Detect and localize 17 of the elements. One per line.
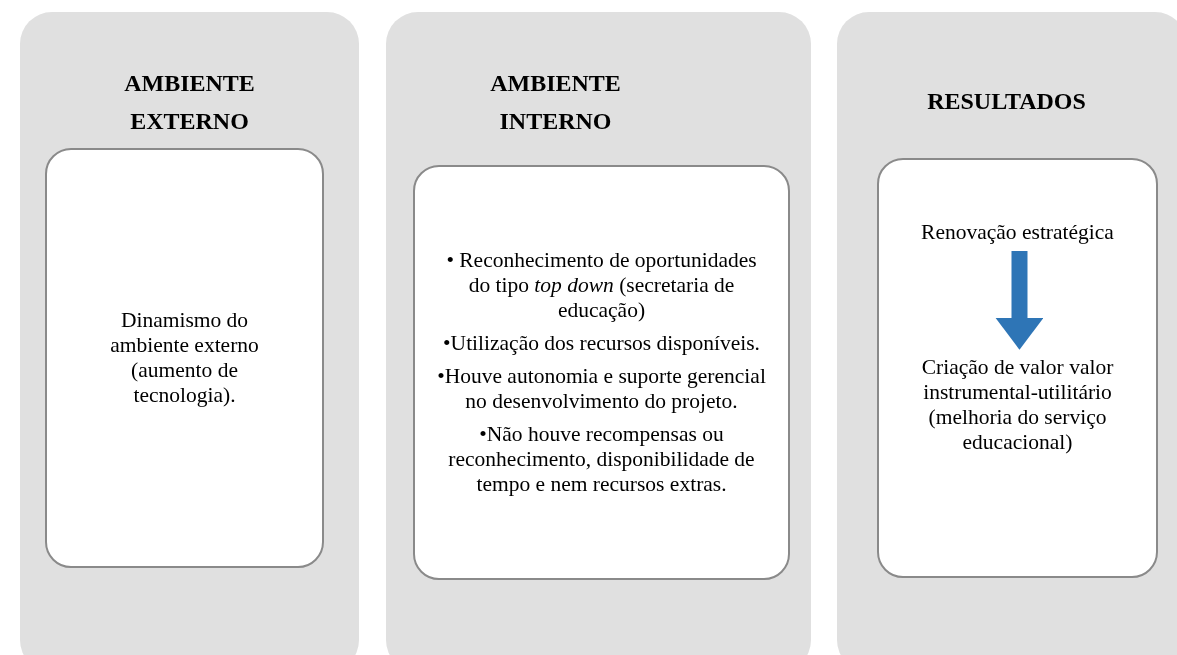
column-heading: AMBIENTE EXTERNO	[123, 69, 256, 136]
bullet-item: • Reconhecimento de oportunidades do tipo top down (secretaria de educação)	[445, 248, 758, 323]
column-panel	[837, 12, 1177, 655]
box-text: Dinamismo do ambiente externo (aumento de tecnologia).	[109, 308, 260, 408]
column-heading: AMBIENTE INTERNO	[489, 69, 622, 136]
column-heading: RESULTADOS	[926, 87, 1087, 116]
result-text: Renovação estratégica	[921, 220, 1114, 245]
column-panel	[20, 12, 359, 655]
bullet-item: •Utilização dos recursos disponíveis.	[443, 331, 760, 356]
column-panel	[386, 12, 811, 655]
bullet-item: •Houve autonomia e suporte gerencial no desenvolvimento do projeto.	[436, 364, 767, 414]
content-box	[413, 165, 790, 580]
content-box	[45, 148, 324, 568]
bullet-item: •Não houve recompensas ou reconhecimento, disponibilidade de tempo e nem recursos extras.	[447, 422, 756, 497]
down-arrow	[995, 251, 1044, 350]
content-box	[877, 158, 1158, 578]
result-text: Criação de valor valor instrumental-utilitário (melhoria do serviço educacional)	[919, 355, 1116, 455]
